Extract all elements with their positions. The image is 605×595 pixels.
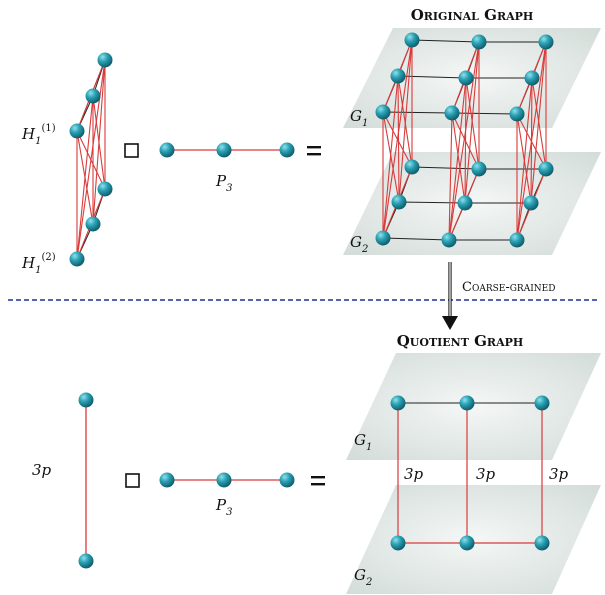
- layer-g2-label-top: G2: [350, 233, 368, 255]
- equals-symbol-bottom: [311, 476, 325, 486]
- quotient-graph-lattice: [390, 395, 550, 551]
- quotient-graph-section: Quotient Graph 3p P3 G1 G2 3p 3p 3p: [32, 332, 601, 594]
- factor-edge-weight-label: 3p: [32, 461, 52, 479]
- path-node: [159, 472, 175, 488]
- lattice-edge-red: [531, 77, 547, 170]
- lattice-node: [458, 70, 474, 86]
- layer-g1-label-top: G1: [350, 107, 368, 129]
- lattice-edge-black: [411, 39, 480, 43]
- original-graph-lattice: [375, 32, 554, 248]
- lattice-node: [441, 232, 457, 248]
- factor-edge-red: [92, 95, 106, 190]
- factor-node: [85, 216, 101, 232]
- lattice-node: [457, 195, 473, 211]
- path-node: [216, 142, 232, 158]
- path-node: [279, 142, 295, 158]
- lattice-node: [509, 106, 525, 122]
- lattice-node: [404, 159, 420, 175]
- quotient-node: [459, 535, 475, 551]
- quotient-node: [390, 535, 406, 551]
- edge-weight-label-2: 3p: [476, 465, 496, 483]
- lattice-node: [538, 34, 554, 50]
- quotient-node: [459, 395, 475, 411]
- lattice-edge-red: [398, 39, 413, 203]
- p3-bottom-label: P3: [215, 496, 232, 518]
- cartesian-product-symbol-bottom: [125, 473, 140, 488]
- factor-node: [69, 251, 85, 267]
- path-graph-p3-top: [159, 142, 295, 158]
- original-graph-title: Original Graph: [411, 6, 534, 24]
- lattice-node: [538, 161, 554, 177]
- quotient-factor-edge: [78, 392, 94, 569]
- factor-node: [97, 52, 113, 68]
- lattice-edge-black: [398, 201, 466, 204]
- lattice-node: [471, 161, 487, 177]
- path-graph-p3-bottom: [159, 472, 295, 488]
- cartesian-product-symbol: [124, 143, 139, 158]
- p3-top-label: P3: [215, 172, 232, 194]
- lattice-node: [404, 32, 420, 48]
- factor-node: [69, 123, 85, 139]
- equals-symbol-top: [307, 146, 321, 156]
- lattice-edge-red: [448, 112, 453, 241]
- coarse-grain-arrow: [442, 262, 458, 330]
- coarse-grained-label: Coarse-grained: [462, 280, 555, 295]
- h1-upper-label: H1(1): [21, 123, 56, 147]
- quotient-graph-title: Quotient Graph: [397, 332, 524, 350]
- original-graph-section: H1(1) H1(2) P3 Original Graph G1 G2: [21, 6, 601, 276]
- path-node: [216, 472, 232, 488]
- h1-lower-label: H1(2): [21, 252, 56, 276]
- lattice-node: [375, 104, 391, 120]
- path-node: [279, 472, 295, 488]
- lattice-node: [391, 194, 407, 210]
- factor-edge-red: [76, 130, 106, 190]
- factor-node: [97, 181, 113, 197]
- path-node: [159, 142, 175, 158]
- quotient-node: [534, 395, 550, 411]
- lattice-edge-red: [516, 113, 532, 204]
- lattice-node: [390, 68, 406, 84]
- lattice-edge-red: [451, 112, 480, 170]
- layer-g1-label-bottom: G1: [354, 431, 372, 453]
- quotient-node: [534, 535, 550, 551]
- lattice-node: [523, 195, 539, 211]
- lattice-edge-red: [448, 41, 480, 241]
- layer-g2-label-bottom: G2: [354, 566, 372, 588]
- lattice-edge-red: [382, 111, 413, 168]
- factor-node: [78, 553, 94, 569]
- factor-graph-h1: [69, 52, 113, 267]
- lattice-edge-red: [451, 112, 466, 204]
- lattice-edge-red: [397, 75, 413, 168]
- edge-weight-label-1: 3p: [404, 465, 424, 483]
- lattice-node: [524, 70, 540, 86]
- lattice-edge-red: [382, 111, 400, 203]
- factor-node: [85, 88, 101, 104]
- lattice-edge-red: [448, 77, 467, 241]
- lattice-edge-black: [382, 237, 450, 241]
- lattice-node: [509, 232, 525, 248]
- lattice-edge-red: [516, 113, 547, 170]
- lattice-edge-red: [397, 75, 400, 203]
- factor-edge-red: [76, 130, 94, 225]
- lattice-edge-red: [465, 77, 480, 170]
- edge-weight-label-3: 3p: [549, 465, 569, 483]
- lattice-node: [375, 230, 391, 246]
- lattice-node: [471, 34, 487, 50]
- quotient-node: [390, 395, 406, 411]
- factor-node: [78, 392, 94, 408]
- lattice-node: [444, 105, 460, 121]
